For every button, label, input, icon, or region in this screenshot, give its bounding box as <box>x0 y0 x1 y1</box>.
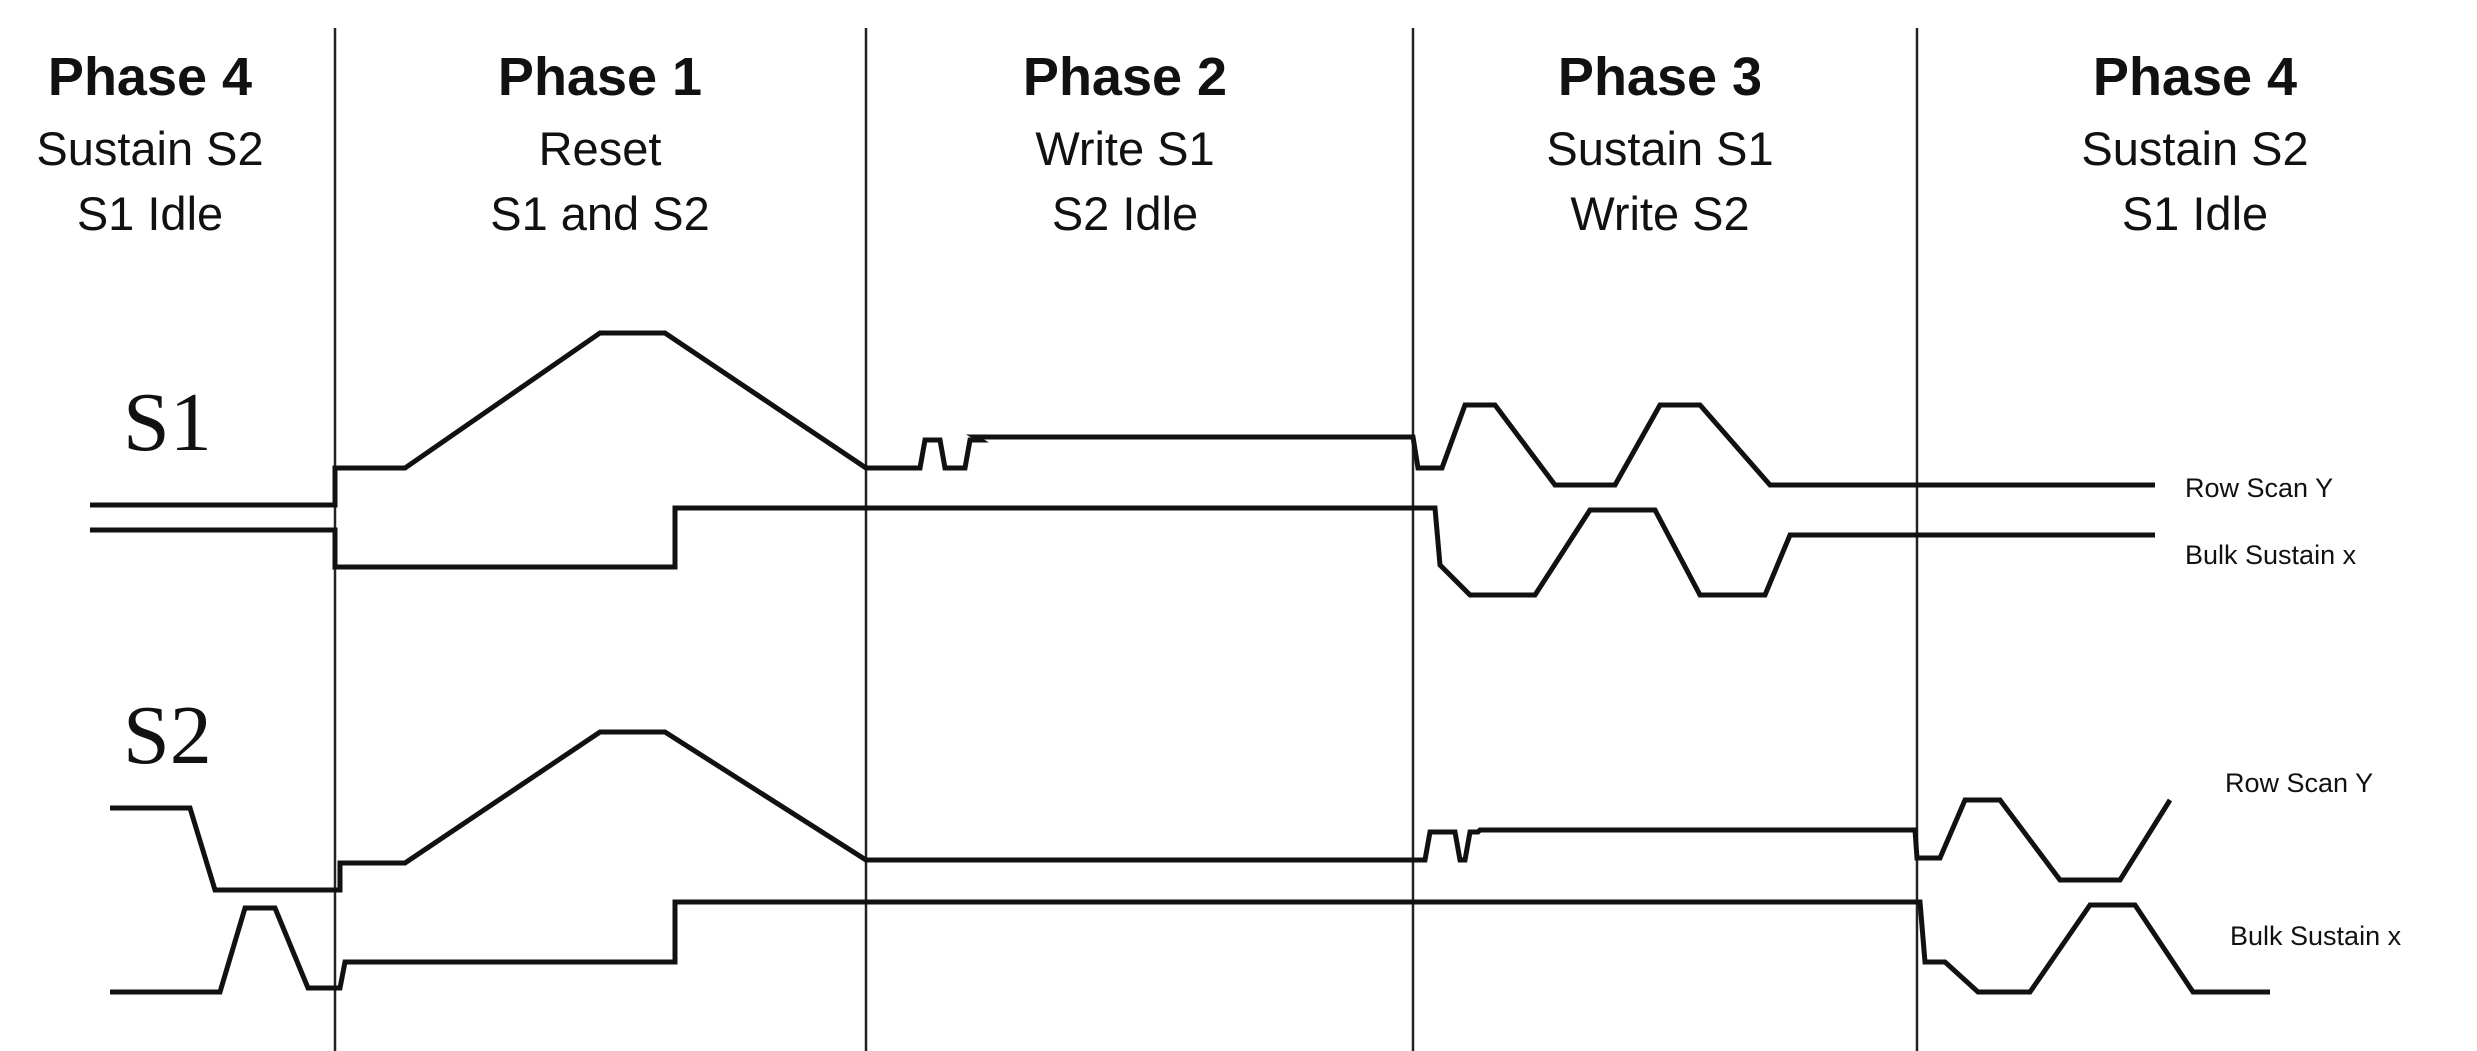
phase-title: Phase 4 <box>2093 47 2297 107</box>
s2-bulk-sustain-waveform <box>110 902 2270 992</box>
phase-subtitle: S1 and S2 <box>490 187 710 240</box>
phase-subtitle: Write S1 <box>1035 122 1214 175</box>
s2-row-scan-label: Row Scan Y <box>2225 768 2373 798</box>
phase-subtitle: Reset <box>539 122 662 175</box>
s2-bulk-sustain-label: Bulk Sustain x <box>2230 921 2402 951</box>
phase-subtitle: Sustain S1 <box>1546 122 1773 175</box>
phase-subtitle: S1 Idle <box>2122 187 2268 240</box>
phase-title: Phase 4 <box>48 47 252 107</box>
phase-dividers <box>335 28 1917 1051</box>
s1-bulk-sustain-waveform <box>90 508 2155 595</box>
s1-group-label: S1 <box>123 376 212 469</box>
s2-row-scan-waveform <box>110 732 2170 890</box>
phase-subtitle: S1 Idle <box>77 187 223 240</box>
phase-subtitle: S2 Idle <box>1052 187 1198 240</box>
phase-subtitle: Write S2 <box>1570 187 1749 240</box>
phase-title: Phase 2 <box>1023 47 1227 107</box>
s2-group-label: S2 <box>123 689 212 782</box>
phase-title: Phase 1 <box>498 47 702 107</box>
phase-title: Phase 3 <box>1558 47 1762 107</box>
phase-header-4: Phase 4 Sustain S2 S1 Idle <box>2081 47 2308 240</box>
phase-subtitle: Sustain S2 <box>2081 122 2308 175</box>
phase-header-0: Phase 4 Sustain S2 S1 Idle <box>36 47 263 240</box>
s1-bulk-sustain-label: Bulk Sustain x <box>2185 540 2357 570</box>
phase-header-2: Phase 2 Write S1 S2 Idle <box>1023 47 1227 240</box>
s1-row-scan-label: Row Scan Y <box>2185 473 2333 503</box>
phase-header-1: Phase 1 Reset S1 and S2 <box>490 47 710 240</box>
phase-subtitle: Sustain S2 <box>36 122 263 175</box>
s1-row-scan-waveform <box>90 333 2155 505</box>
phase-header-3: Phase 3 Sustain S1 Write S2 <box>1546 47 1773 240</box>
